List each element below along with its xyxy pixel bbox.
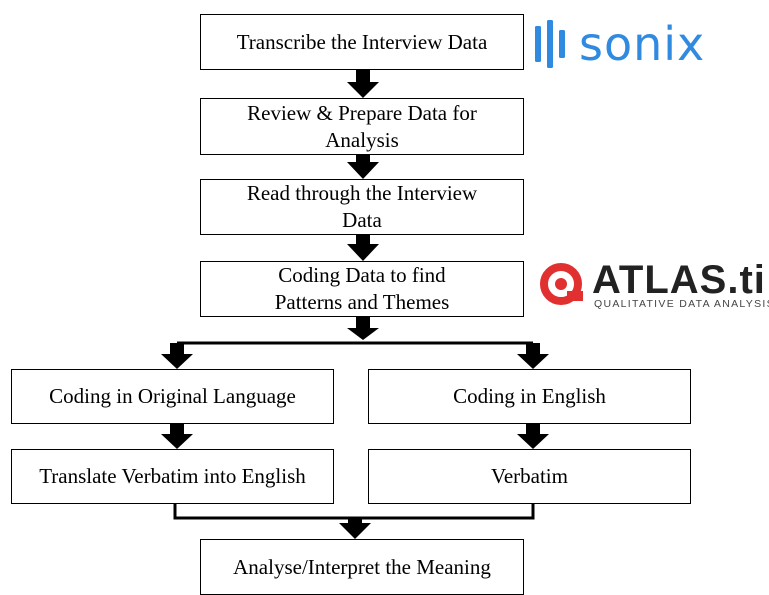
- step-coding-original-label: Coding in Original Language: [49, 384, 296, 408]
- atlas-tagline: QUALITATIVE DATA ANALYSIS: [594, 298, 769, 310]
- step-analyse: Analyse/Interpret the Meaning: [200, 539, 524, 595]
- arrow-review-to-read: [347, 154, 379, 179]
- step-coding-label-line1: Coding Data to find: [278, 263, 446, 287]
- sonix-wordmark: sonix: [579, 17, 706, 71]
- sonix-logo: sonix: [533, 14, 733, 74]
- arrow-merge-to-analyse: [173, 503, 535, 539]
- atlas-at-icon: [540, 263, 583, 305]
- arrow-read-to-coding: [347, 234, 379, 261]
- step-coding: Coding Data to find Patterns and Themes: [200, 261, 524, 317]
- step-review-label-line1: Review & Prepare Data for: [247, 100, 477, 125]
- arrow-original-to-translate: [161, 423, 193, 449]
- step-review-label-line2: Analysis: [325, 127, 399, 152]
- step-read-label-line1: Read through the Interview: [246, 181, 478, 205]
- step-coding-original: Coding in Original Language: [11, 369, 334, 424]
- step-verbatim-label: Verbatim: [491, 464, 568, 488]
- step-verbatim: Verbatim: [368, 449, 691, 504]
- step-coding-english-label: Coding in English: [453, 384, 606, 408]
- atlas-wordmark: ATLAS.ti: [592, 258, 766, 302]
- step-coding-english: Coding in English: [368, 369, 691, 424]
- step-read: Read through the Interview Data: [200, 179, 524, 235]
- sonix-bars-icon: [535, 20, 565, 68]
- arrow-transcribe-to-review: [347, 69, 379, 98]
- atlas-ti-logo: ATLAS.ti QUALITATIVE DATA ANALYSIS: [538, 258, 769, 314]
- step-coding-label-line2: Patterns and Themes: [274, 290, 450, 314]
- step-transcribe: Transcribe the Interview Data: [200, 14, 524, 70]
- step-analyse-label: Analyse/Interpret the Meaning: [233, 554, 491, 579]
- arrow-coding-to-split: [161, 316, 549, 369]
- step-translate: Translate Verbatim into English: [11, 449, 334, 504]
- arrow-english-to-verbatim: [517, 424, 549, 449]
- step-read-label-line2: Data: [342, 208, 382, 232]
- step-translate-label: Translate Verbatim into English: [39, 464, 306, 488]
- step-review: Review & Prepare Data for Analysis: [200, 98, 524, 155]
- step-transcribe-label: Transcribe the Interview Data: [236, 29, 488, 54]
